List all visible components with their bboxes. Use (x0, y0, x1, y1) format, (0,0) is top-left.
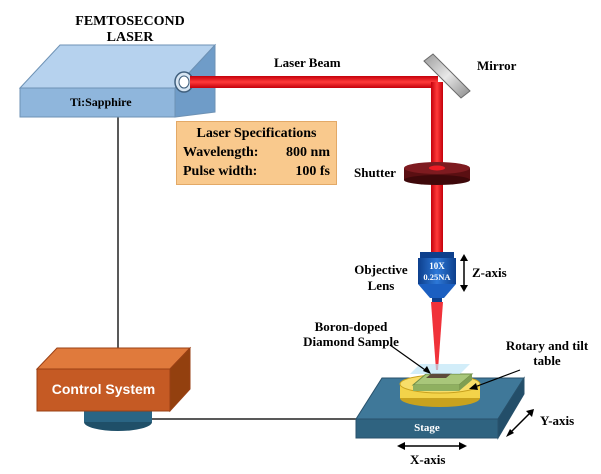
sample-label: Boron-doped Diamond Sample (296, 319, 406, 349)
focused-beam (431, 302, 443, 370)
z-axis-label: Z-axis (472, 265, 507, 280)
laser-title: FEMTOSECOND LASER (70, 14, 190, 46)
y-axis-label: Y-axis (540, 413, 575, 428)
rotary-pointer (469, 369, 521, 390)
control-wires (117, 117, 356, 420)
laser-specifications-box: Laser Specifications Wavelength: 800 nm … (176, 121, 337, 185)
objective-label-line1: Objective (354, 262, 408, 277)
sample-label-line2: Diamond Sample (303, 334, 399, 349)
specs-title: Laser Specifications (196, 126, 317, 141)
mirror-label: Mirror (477, 58, 517, 73)
objective-label: Objective Lens (350, 262, 412, 294)
laser-title-line1: FEMTOSECOND (75, 14, 185, 29)
shutter (404, 162, 470, 185)
pulse-width-value: 100 fs (295, 164, 330, 179)
control-system-box (35, 346, 192, 431)
x-axis-arrow (397, 442, 467, 450)
x-axis-label: X-axis (410, 452, 446, 467)
objective-label-line2: Lens (367, 278, 395, 293)
laser-beam-label: Laser Beam (274, 55, 341, 70)
objective-lens (418, 252, 456, 302)
stage-label: Stage (414, 422, 440, 434)
rotary-label-line2: table (533, 353, 561, 368)
sample-pointer (389, 344, 431, 374)
z-axis-arrow (460, 254, 468, 292)
lens-magnification: 10X (429, 261, 445, 271)
laser-model-label: Ti:Sapphire (70, 95, 132, 109)
specs-pulse-row: Pulse width: 100 fs (183, 162, 330, 181)
lens-numerical-aperture: 0.25NA (423, 272, 451, 282)
rotary-label-line1: Rotary and tilt (505, 338, 589, 353)
rotary-label: Rotary and tilt table (495, 338, 599, 368)
pulse-width-label: Pulse width: (183, 164, 258, 179)
diamond-sample (411, 373, 474, 391)
shutter-label: Shutter (354, 165, 396, 180)
control-system-label: Control System (51, 381, 156, 397)
laser-title-line2: LASER (106, 30, 154, 45)
wavelength-label: Wavelength: (183, 145, 259, 160)
laser-box (18, 43, 217, 118)
specs-wavelength-row: Wavelength: 800 nm (183, 143, 330, 162)
sample-label-line1: Boron-doped (314, 319, 388, 334)
mirror (423, 53, 471, 99)
laser-beam-horizontal (190, 76, 438, 88)
wavelength-value: 800 nm (286, 145, 330, 160)
y-axis-arrow (506, 409, 534, 437)
